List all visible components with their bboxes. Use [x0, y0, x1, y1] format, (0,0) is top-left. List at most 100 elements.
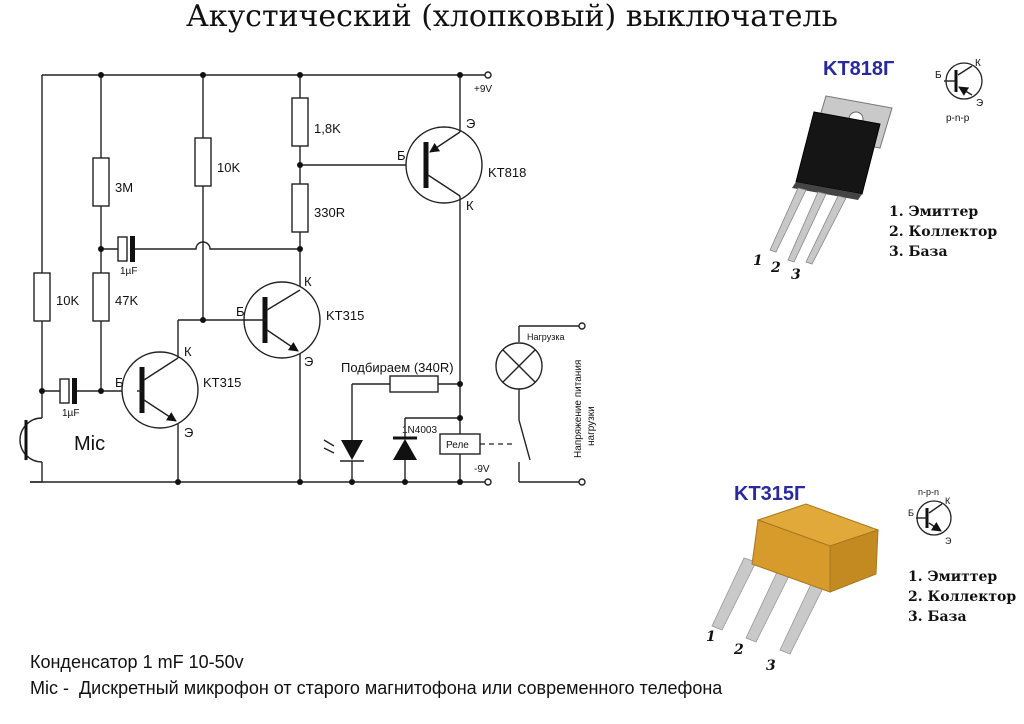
mic-label: Mic	[74, 433, 105, 455]
resistor-10k-mid	[194, 137, 212, 187]
capacitor-bottom-neg	[72, 378, 77, 404]
kt818-pin-3: 3. База	[889, 244, 948, 260]
resistor-select-label: Подбираем (340R)	[341, 360, 454, 375]
junction-dot	[457, 381, 463, 387]
kt315-pin-2: 2. Коллектор	[908, 589, 1016, 605]
kt818-part: KT818Г Б К Э p-n-p 1 2 3 1. Эмиттер 2. К…	[753, 58, 997, 283]
kt315-lead-3	[779, 581, 825, 655]
junction-dot	[349, 479, 355, 485]
plus-label: +9V	[474, 84, 492, 95]
q2-base-label: Б	[236, 304, 245, 319]
junction-dot	[297, 162, 303, 168]
junction-dot	[457, 479, 463, 485]
diode-label: 1N4003	[402, 425, 437, 436]
minus-terminal	[484, 478, 492, 486]
load-terminal-bottom	[578, 478, 586, 486]
kt315-body-side	[829, 529, 879, 593]
load-terminal-top	[578, 322, 586, 330]
kt818-sym-emitter: Э	[976, 98, 983, 109]
kt818-pin-num-2: 2	[770, 260, 781, 276]
kt315-sym-base: Б	[908, 508, 914, 518]
plus-terminal	[484, 71, 492, 79]
junction-dot	[297, 72, 303, 78]
minus-label: -9V	[474, 464, 490, 475]
kt818-pin-2: 2. Коллектор	[889, 224, 997, 240]
kt315-pin-num-1: 1	[706, 629, 716, 645]
junction-dot	[457, 72, 463, 78]
kt315-symbol-icon	[916, 500, 952, 536]
kt818-pin-1: 1. Эмиттер	[889, 204, 978, 220]
junction-dot	[98, 388, 104, 394]
kt315-pin-3: 3. База	[908, 609, 967, 625]
kt818-sym-base: Б	[935, 70, 942, 81]
kt315-sym-collector: К	[945, 496, 951, 506]
kt818-type: p-n-p	[946, 113, 970, 124]
q1-base-label: Б	[115, 375, 124, 390]
q2-emitter-label: Э	[304, 354, 313, 369]
resistor-1-8k	[291, 97, 309, 147]
kt818-symbol-icon	[944, 62, 983, 100]
junction-dot	[39, 388, 45, 394]
load-supply-label-2: нагрузки	[586, 406, 597, 446]
resistor-10k-left-label: 10K	[56, 293, 79, 308]
q3-base-label: Б	[397, 148, 406, 163]
capacitor-bottom-label: 1µF	[62, 408, 79, 419]
resistor-3m	[92, 157, 110, 207]
kt315-lead-2	[745, 569, 791, 643]
junction-dot	[402, 479, 408, 485]
kt818-pin-num-3: 3	[791, 267, 801, 283]
relay-label: Реле	[446, 440, 469, 451]
kt315-pin-num-3: 3	[766, 658, 776, 674]
relay-contact	[518, 419, 531, 461]
q3-name-label: KT818	[488, 165, 526, 180]
kt818-lead-3	[805, 195, 847, 265]
kt315-part: KT315Г n-p-n Б К Э 1 2 3 1. Эмиттер 2. К…	[706, 483, 1016, 674]
resistor-10k-left	[33, 272, 51, 322]
resistor-10k-mid-label: 10K	[217, 160, 240, 175]
mic-icon	[19, 417, 43, 463]
resistor-3m-label: 3M	[115, 180, 133, 195]
kt315-pin-num-2: 2	[733, 642, 744, 658]
wire-crossover	[135, 241, 300, 250]
junction-dot	[98, 72, 104, 78]
q3-collector-label: К	[466, 198, 474, 213]
note-mic: Mic - Дискретный микрофон от старого маг…	[30, 678, 723, 698]
kt818-lead-2	[787, 191, 827, 263]
kt315-pin-1: 1. Эмиттер	[908, 569, 997, 585]
kt818-pin-num-1: 1	[753, 253, 763, 269]
kt315-lead-1	[711, 557, 757, 631]
junction-dot	[297, 246, 303, 252]
junction-dot	[175, 479, 181, 485]
q2-name-label: KT315	[326, 308, 364, 323]
capacitor-top-label: 1µF	[120, 266, 137, 277]
capacitor-top-neg	[130, 236, 135, 262]
resistor-1-8k-label: 1,8K	[314, 121, 341, 136]
kt818-lead-1	[769, 187, 807, 253]
junction-dot	[200, 317, 206, 323]
kt315-title: KT315Г	[734, 483, 805, 505]
q1-name-label: KT315	[203, 375, 241, 390]
kt315-sym-emitter: Э	[945, 536, 952, 546]
q1-emitter-label: Э	[184, 425, 193, 440]
junction-dot	[457, 415, 463, 421]
junction-dot	[200, 72, 206, 78]
q3-emitter-label: Э	[466, 116, 475, 131]
resistor-330r-label: 330R	[314, 205, 345, 220]
kt818-body-edge	[792, 182, 862, 200]
diode-icon	[393, 418, 417, 482]
resistor-47k	[92, 272, 110, 322]
q1-collector-label: К	[184, 344, 192, 359]
transistor-q2	[243, 281, 321, 482]
led-icon	[323, 439, 364, 462]
q2-collector-label: К	[304, 274, 312, 289]
resistor-select	[389, 375, 439, 393]
circuit-diagram: +9V -9V 10K Mic 3M 47K 1µF	[19, 71, 597, 486]
transistor-q1	[121, 320, 199, 482]
resistor-330r	[291, 183, 309, 233]
note-capacitor: Конденсатор 1 mF 10-50v	[30, 652, 244, 672]
kt818-title: KT818Г	[823, 58, 894, 80]
kt818-sym-collector: К	[975, 58, 981, 69]
lamp-icon	[495, 342, 543, 390]
load-supply-label-1: Напряжение питания	[573, 360, 584, 458]
